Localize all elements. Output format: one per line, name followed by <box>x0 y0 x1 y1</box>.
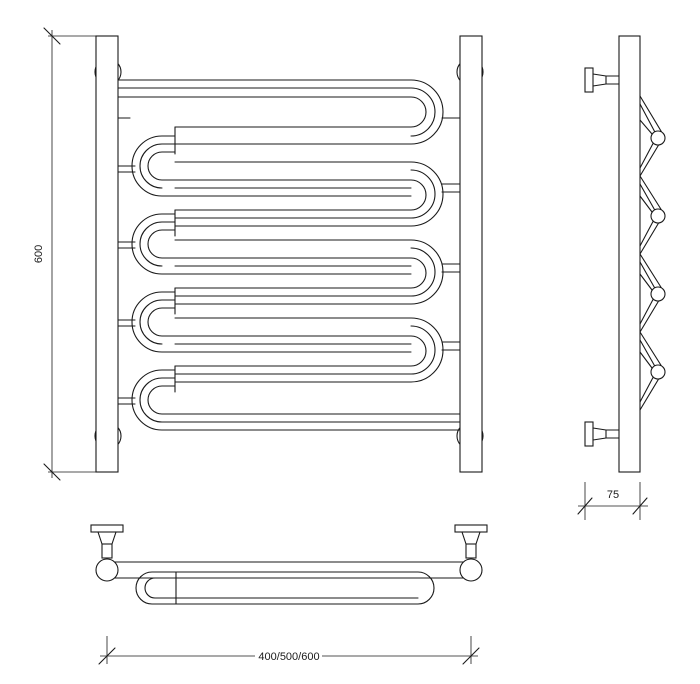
side-bottom-bracket <box>584 421 620 447</box>
right-upright <box>459 35 483 473</box>
side-top-bracket <box>584 67 620 93</box>
height-dimension-label: 600 <box>33 245 45 263</box>
depth-dimension-label: 75 <box>607 489 619 501</box>
top-view-left-cap <box>95 558 119 582</box>
top-view-left-bracket <box>90 524 124 559</box>
width-dimension-label: 400/500/600 <box>258 651 319 663</box>
top-view-right-bracket <box>454 524 488 559</box>
depth-dimension: 75 <box>577 482 648 520</box>
left-upright <box>95 35 119 473</box>
tube-connectors <box>117 117 461 405</box>
front-view <box>94 35 484 473</box>
top-view-right-cap <box>459 558 483 582</box>
top-view <box>90 524 488 605</box>
side-zigzag-tube <box>639 95 666 411</box>
side-view <box>584 35 666 473</box>
serpentine-tube <box>117 79 461 431</box>
side-upright <box>618 35 641 473</box>
height-dimension: 600 <box>33 27 96 481</box>
width-dimension: 400/500/600 <box>98 636 480 665</box>
